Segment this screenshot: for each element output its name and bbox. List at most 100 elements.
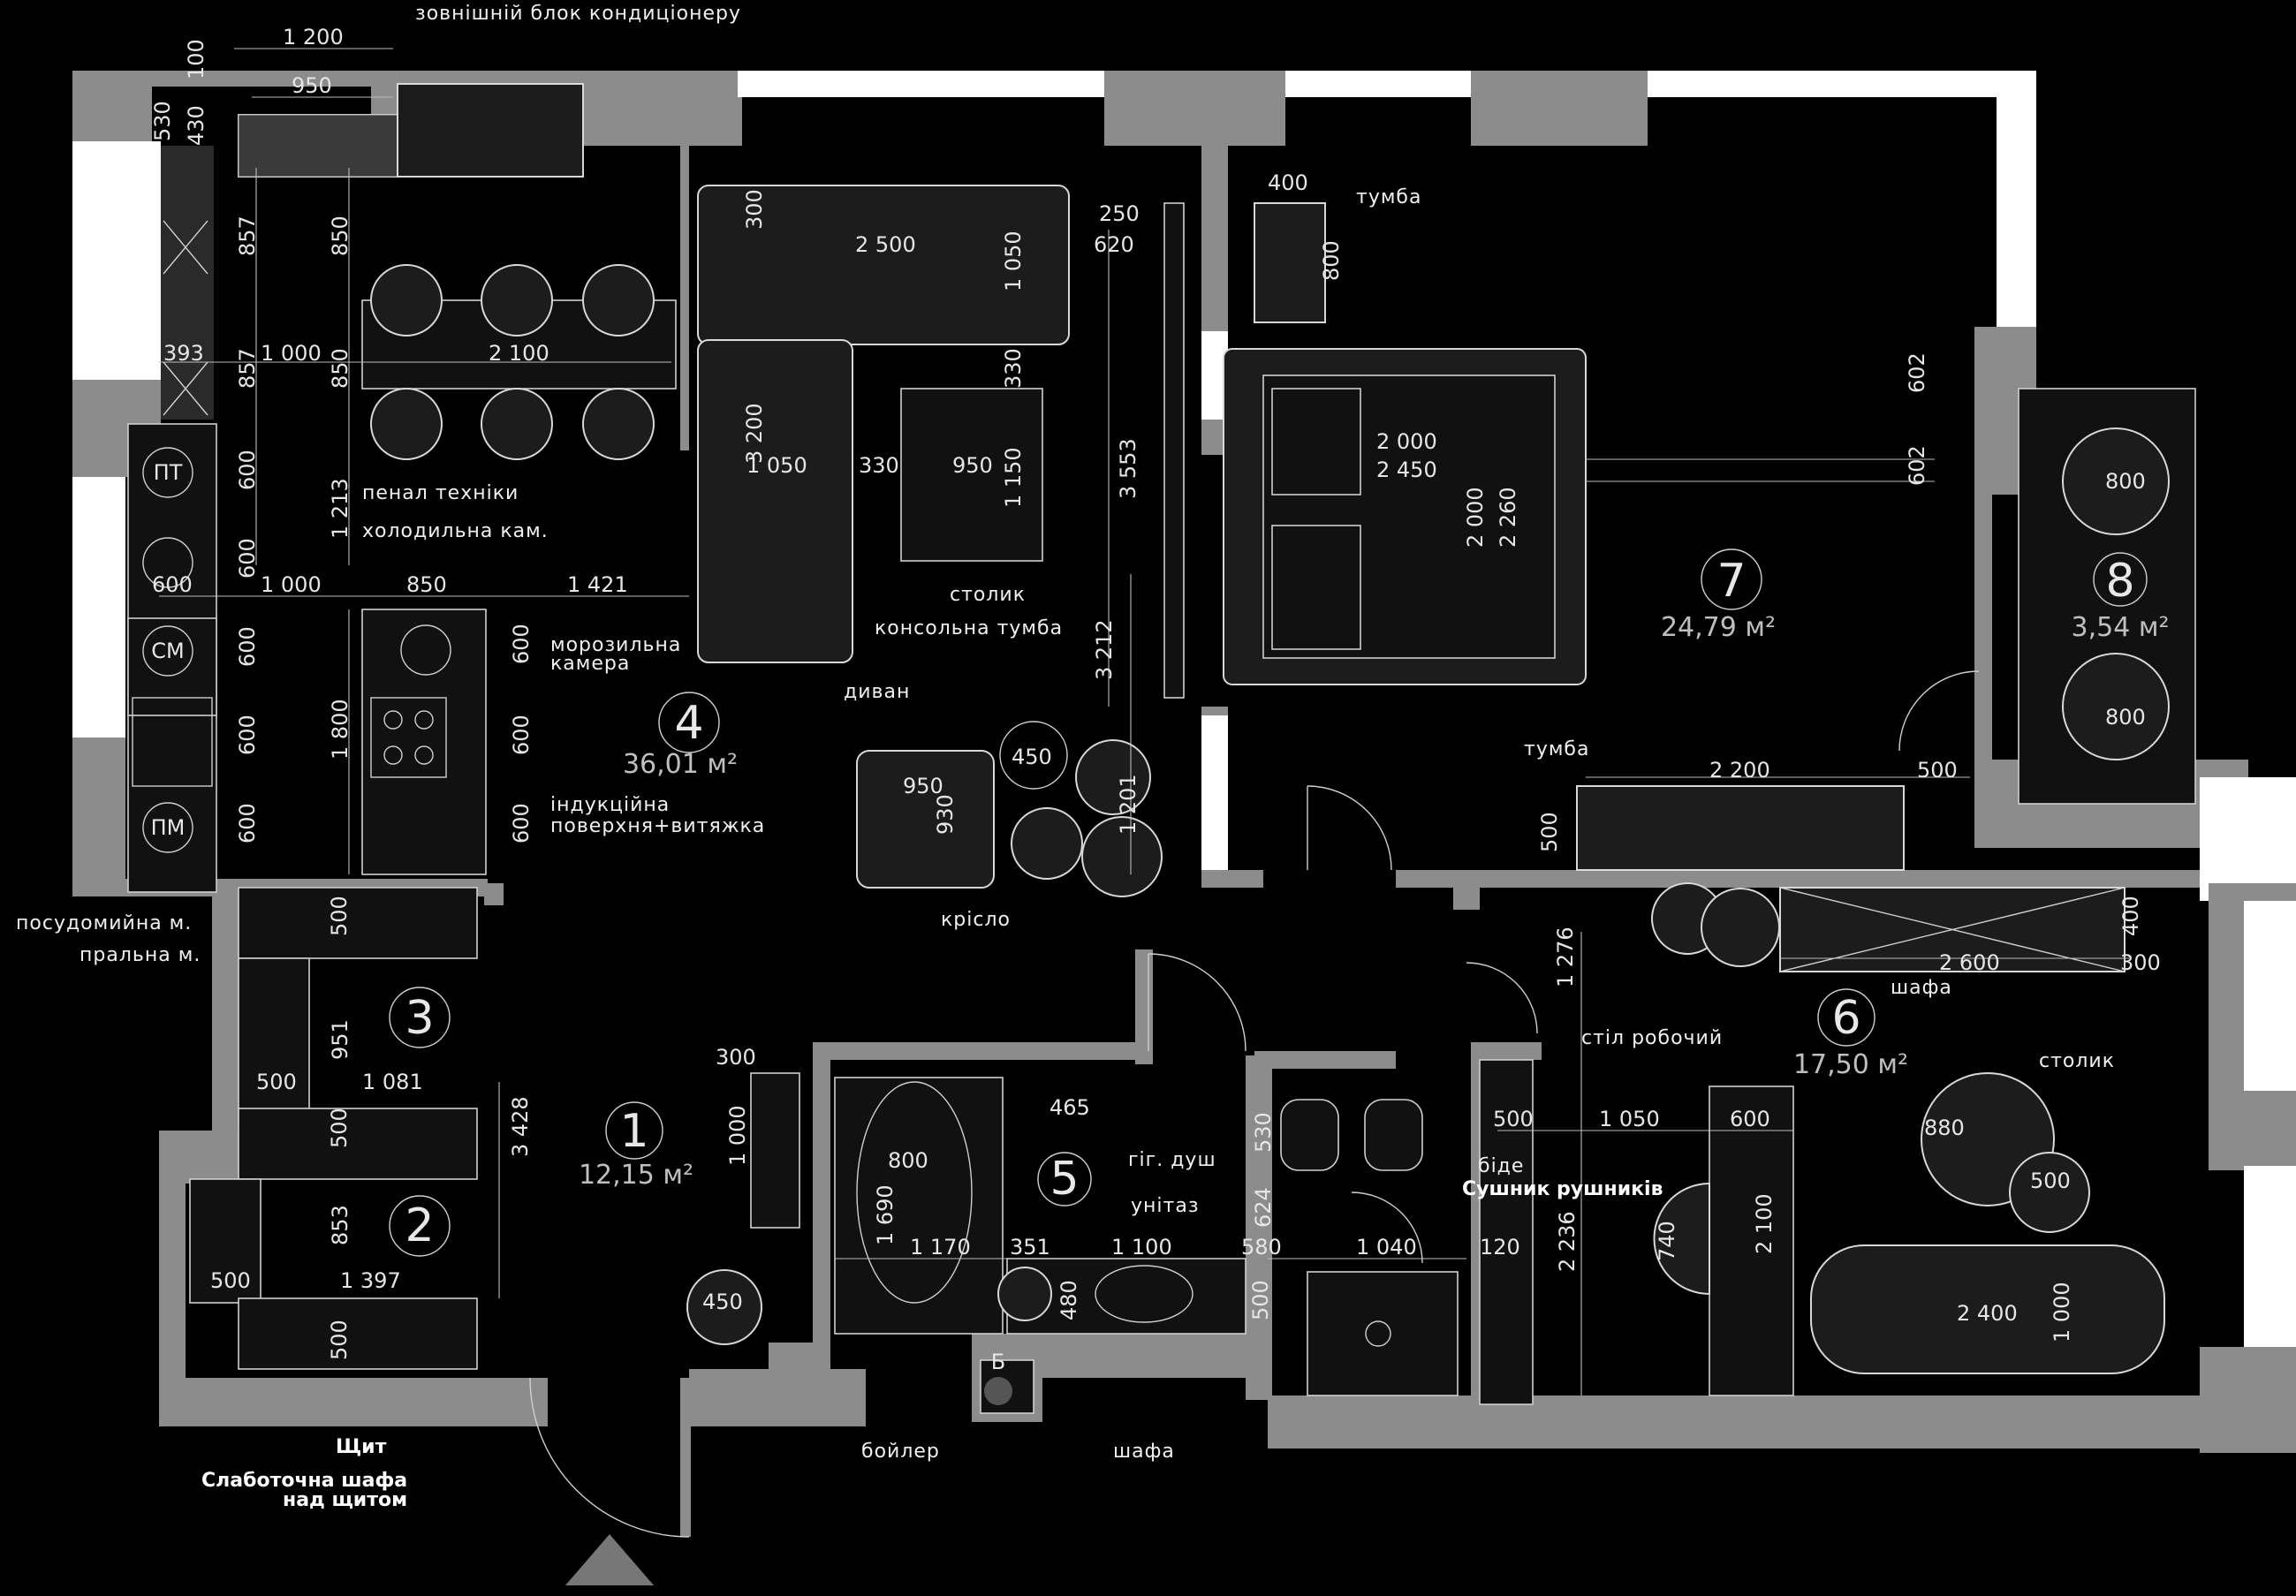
dim: 3 200 (742, 403, 767, 464)
dim: 2 400 (1957, 1301, 2018, 1326)
dim: 800 (2105, 705, 2146, 730)
dim: 500 (256, 1070, 297, 1094)
dim: 465 (1049, 1095, 1090, 1120)
dim: 800 (1319, 240, 1344, 281)
room-5-number: 5 (1049, 1153, 1079, 1206)
label-wardrobe-6: шафа (1891, 977, 1952, 999)
room-6-area: 17,50 м² (1793, 1049, 1908, 1080)
label-induction-1: індукційна (550, 794, 670, 816)
label-nightstand-top: тумба (1356, 186, 1421, 208)
appliance-pm: ПМ (151, 815, 186, 840)
label-console: консольна тумба (875, 617, 1063, 639)
dim: 600 (235, 803, 260, 843)
dim: 430 (184, 105, 208, 146)
dim: 1 170 (910, 1235, 971, 1259)
dim: 850 (328, 216, 352, 256)
bedroom-furniture (1223, 202, 2196, 871)
dim: 300 (716, 1045, 756, 1070)
label-armchair: крісло (941, 909, 1011, 931)
room-1-number: 1 (619, 1105, 648, 1158)
dim: 1 000 (725, 1105, 750, 1166)
label-freezer-1: морозильна (550, 634, 681, 656)
dim: 330 (1001, 348, 1026, 389)
appliance-sm: СМ (151, 639, 184, 663)
room-3-number: 3 (405, 992, 434, 1045)
boiler-mark: Б (991, 1350, 1005, 1374)
dim: 800 (2105, 469, 2146, 494)
dim: 300 (742, 189, 767, 230)
dim: 1 200 (283, 25, 344, 49)
dim: 400 (1268, 170, 1308, 195)
dim: 500 (1493, 1107, 1534, 1131)
dim: 2 236 (1555, 1211, 1580, 1272)
room-4-area: 36,01 м² (623, 749, 738, 780)
dim: 500 (1917, 758, 1958, 783)
dim: 450 (1012, 745, 1052, 769)
dim: 850 (406, 572, 447, 597)
dim: 1 150 (1001, 447, 1026, 508)
dim: 2 000 (1376, 429, 1437, 454)
dim: 1 050 (1001, 231, 1026, 291)
dim: 2 500 (855, 232, 916, 257)
dim: 2 000 (1463, 487, 1488, 548)
dim: 500 (1248, 1280, 1273, 1320)
dim: 600 (509, 624, 534, 664)
dim: 300 (2120, 950, 2161, 975)
dim: 393 (163, 341, 204, 366)
doors (529, 670, 1980, 1538)
dim: 600 (152, 572, 193, 597)
dim: 2 200 (1709, 758, 1770, 783)
label-nightstand-mid: тумба (1524, 738, 1589, 760)
appliance-labels: ПТ СМ ПМ Б (151, 460, 1006, 1374)
label-lowcurrent-2: над щитом (283, 1489, 407, 1511)
dim: 1 421 (567, 572, 628, 597)
dim: 1 690 (873, 1184, 898, 1245)
dim: 1 040 (1356, 1235, 1417, 1259)
dimension-lines (159, 48, 2129, 1396)
dim: 351 (1010, 1235, 1050, 1259)
dim: 530 (1251, 1112, 1276, 1153)
dim: 480 (1057, 1280, 1081, 1320)
dim: 500 (327, 896, 352, 936)
label-washer: пральна м. (80, 944, 201, 966)
room-7-number: 7 (1716, 555, 1746, 608)
label-ac-unit: зовнішній блок кондиціонеру (415, 3, 741, 25)
dim: 930 (933, 794, 958, 835)
living-furniture (697, 185, 1185, 897)
dim: 330 (859, 453, 899, 478)
kitchen-furniture (127, 83, 677, 893)
dim: 600 (235, 626, 260, 667)
dim: 1 276 (1553, 927, 1578, 987)
dim: 120 (1480, 1235, 1520, 1259)
dim: 602 (1905, 352, 1929, 393)
dim: 530 (150, 101, 175, 141)
dim: 1 050 (746, 453, 807, 478)
dim: 1 201 (1116, 774, 1140, 835)
dim: 950 (952, 453, 993, 478)
dim: 2 450 (1376, 458, 1437, 482)
room-markers: 4 36,01 м² 7 24,79 м² 8 3,54 м² 6 17,50 … (389, 548, 2170, 1257)
dim: 1 000 (261, 572, 322, 597)
dim: 3 428 (508, 1096, 533, 1157)
label-lowcurrent-1: Слаботочна шафа (201, 1470, 407, 1492)
label-dishwasher: посудомийна м. (16, 912, 192, 934)
dim: 1 050 (1599, 1107, 1660, 1131)
dim: 2 100 (489, 341, 549, 366)
dim: 600 (235, 538, 260, 579)
room-1-area: 12,15 м² (579, 1160, 693, 1191)
label-pantry: пенал техніки (362, 482, 519, 504)
dim: 1 800 (328, 699, 352, 760)
room-6-number: 6 (1831, 992, 1860, 1045)
appliance-pt: ПТ (154, 460, 183, 485)
dim: 853 (328, 1205, 352, 1245)
dim: 1 081 (362, 1070, 423, 1094)
label-freezer-2: камера (550, 653, 630, 675)
dim: 740 (1655, 1221, 1679, 1261)
dim: 400 (2118, 896, 2143, 936)
dim: 500 (327, 1108, 352, 1148)
label-induction-2: поверхня+витяжка (550, 815, 765, 837)
dim: 600 (509, 715, 534, 755)
text-labels: зовнішній блок кондиціонеру пенал технік… (16, 3, 2114, 1511)
dim: 850 (328, 348, 352, 389)
